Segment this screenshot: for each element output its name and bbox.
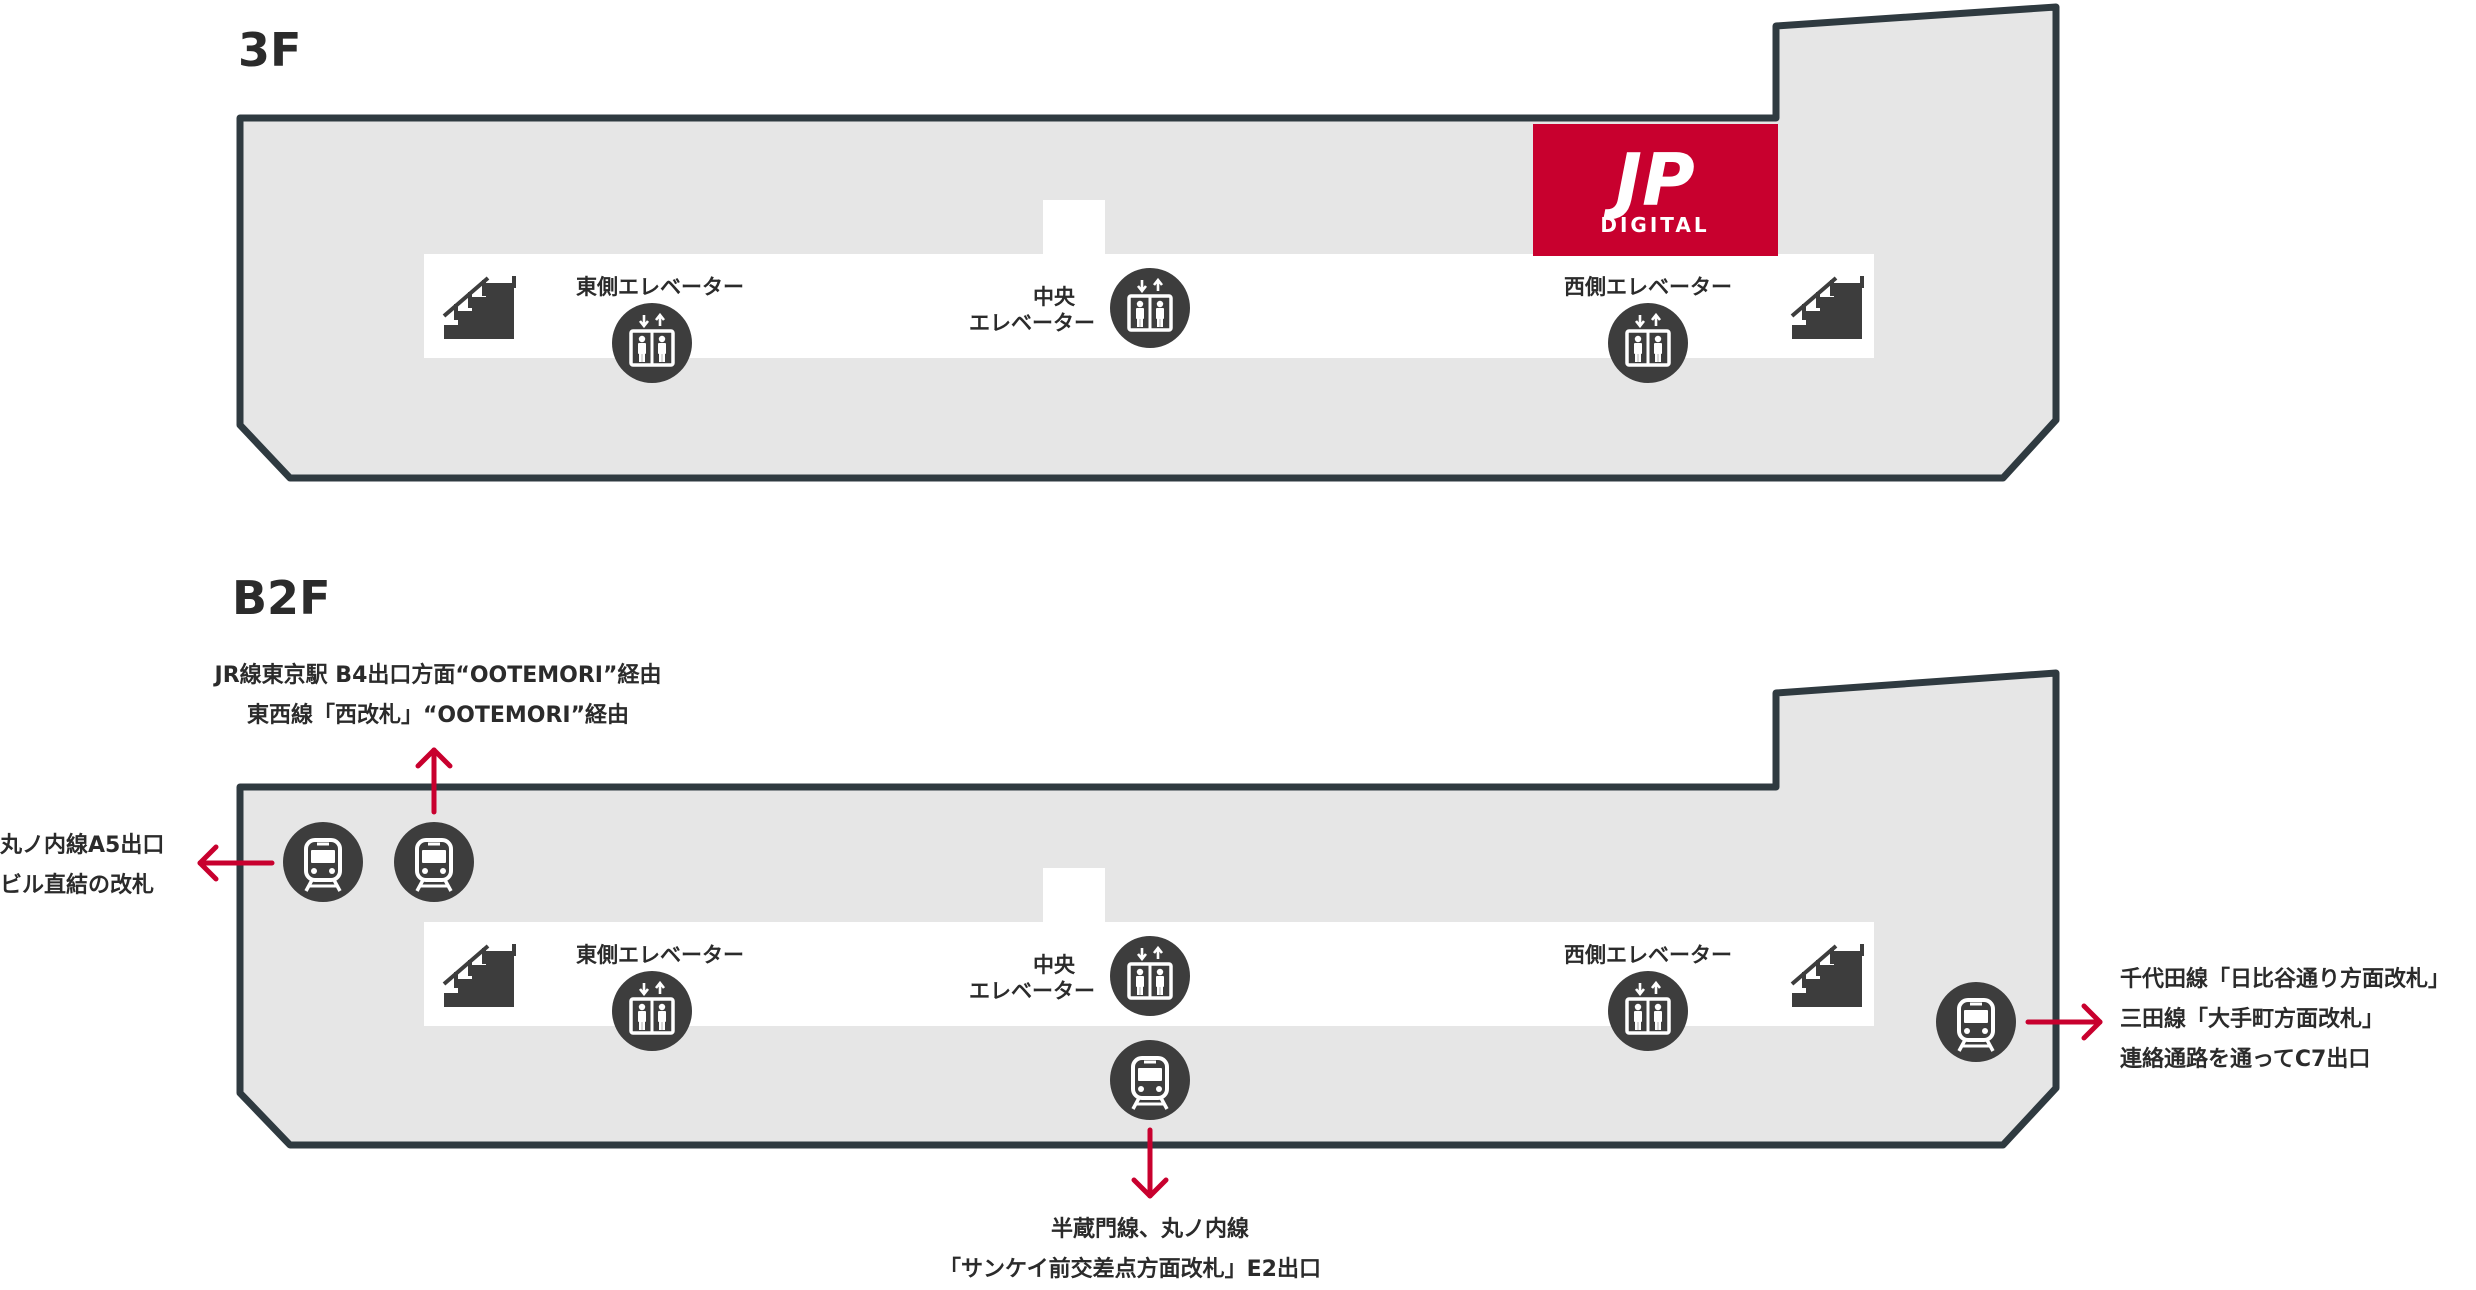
exit-south-label-1: 半蔵門線、丸ノ内線 [1051,1216,1249,1242]
exit-west-label-2: ビル直結の改札 [0,872,154,898]
exit-north-label-2: 東西線「西改札」“OOTEMORI”経由 [247,702,629,728]
elevator-icon [1606,969,1690,1053]
exit-east-label-2: 三田線「大手町方面改札」 [2120,1006,2384,1032]
elevator-east-label-3f: 東側エレベーター [576,275,744,299]
floor-label-b2f: B2F [232,571,331,625]
elevator-icon [610,301,694,385]
elevator-icon [1108,266,1192,350]
train-icon [1108,1038,1192,1122]
elevator-central-label2-3f: エレベーター [969,311,1095,335]
elevator-icon [1606,301,1690,385]
train-icon [1934,980,2018,1064]
arrow-icon [2025,1003,2103,1041]
exit-east-label-3: 連絡通路を通ってC7出口 [2120,1046,2370,1072]
elevator-central-label1-b2f: 中央 [1033,953,1076,977]
corridor-notch-3f [1043,200,1105,256]
elevator-central-label1-3f: 中央 [1033,285,1076,309]
floor-outline-b2f [236,669,2060,1149]
elevator-central-label2-b2f: エレベーター [969,979,1095,1003]
arrow-icon [1131,1127,1169,1199]
train-icon [392,820,476,904]
arrow-icon [197,844,275,882]
elevator-icon [1108,934,1192,1018]
jp-logo-mark: JP [1603,138,1695,222]
train-icon [281,820,365,904]
elevator-east-label-b2f: 東側エレベーター [576,943,744,967]
corridor-notch-b2f [1043,868,1105,924]
exit-west-label-1: 丸ノ内線A5出口 [0,832,164,858]
floor-label-3f: 3F [238,23,301,77]
elevator-west-label-b2f: 西側エレベーター [1564,943,1732,967]
jp-logo-sub: DIGITAL [1600,213,1709,237]
elevator-west-label-3f: 西側エレベーター [1564,275,1732,299]
arrow-icon [415,747,453,815]
elevator-icon [610,969,694,1053]
exit-north-label-1: JR線東京駅 B4出口方面“OOTEMORI”経由 [213,662,662,688]
floor-outline-3f [236,3,2060,482]
exit-south-label-2: 「サンケイ前交差点方面改札」E2出口 [939,1256,1321,1282]
exit-east-label-1: 千代田線「日比谷通り方面改札」 [2120,966,2450,992]
jp-digital-logo: JP DIGITAL [1533,124,1778,256]
